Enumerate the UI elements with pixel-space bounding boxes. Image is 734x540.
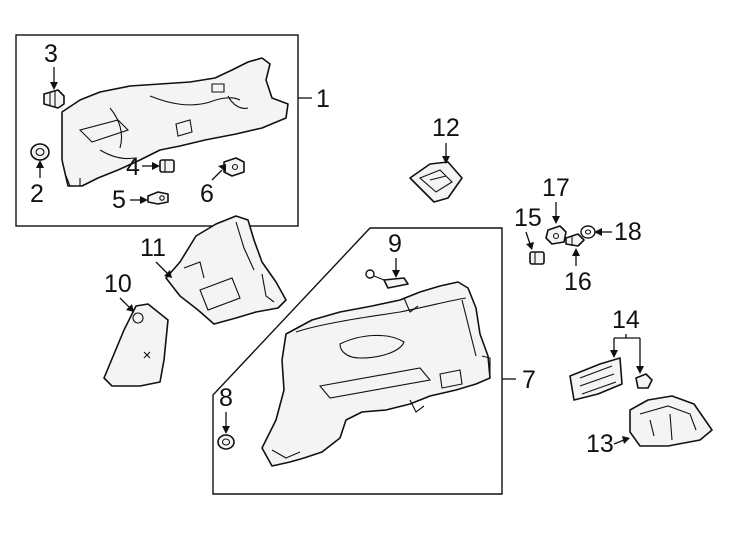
clip-part-15 <box>529 251 545 265</box>
clip-part-6 <box>223 157 245 177</box>
callout-1: 1 <box>316 85 330 113</box>
clip-part-14 <box>635 373 653 389</box>
callout-4: 4 <box>126 153 140 181</box>
side-trim-panel-part-11 <box>165 215 287 325</box>
callout-2: 2 <box>30 180 44 208</box>
callout-12: 12 <box>432 114 460 142</box>
clip-part-4 <box>159 159 175 173</box>
callout-16: 16 <box>564 268 592 296</box>
callout-14: 14 <box>612 306 640 334</box>
callout-15: 15 <box>514 204 542 232</box>
washer-part-18 <box>580 225 596 239</box>
upper-quarter-trim-panel <box>61 57 289 187</box>
callout-7: 7 <box>522 366 536 394</box>
group-frame-lower-panel <box>212 227 503 495</box>
clip-part-17 <box>545 225 567 245</box>
grommet-part-2 <box>30 143 50 161</box>
retainer-part-5 <box>147 191 169 205</box>
group-frame-upper-panel <box>15 34 299 227</box>
screw-part-9 <box>365 269 385 281</box>
callout-11: 11 <box>140 234 166 262</box>
callout-10: 10 <box>104 270 132 298</box>
storage-tray-part-13 <box>629 395 713 447</box>
lower-side-cover-part-10 <box>103 303 169 387</box>
push-clip-part-3 <box>43 89 65 109</box>
seal-part-9 <box>383 277 409 289</box>
callout-5: 5 <box>112 186 126 214</box>
lower-quarter-trim-panel-part-7 <box>261 281 491 467</box>
callout-13: 13 <box>586 430 614 458</box>
fastener-part-16 <box>565 233 585 247</box>
callout-9: 9 <box>388 230 402 258</box>
callout-17: 17 <box>542 174 570 202</box>
callout-6: 6 <box>200 180 214 208</box>
trim-bracket-part-12 <box>409 161 463 203</box>
callout-18: 18 <box>614 218 642 246</box>
callout-8: 8 <box>219 384 233 412</box>
grommet-part-8 <box>217 434 235 450</box>
trim-panel-part-14 <box>569 357 623 401</box>
callout-3: 3 <box>44 40 58 68</box>
